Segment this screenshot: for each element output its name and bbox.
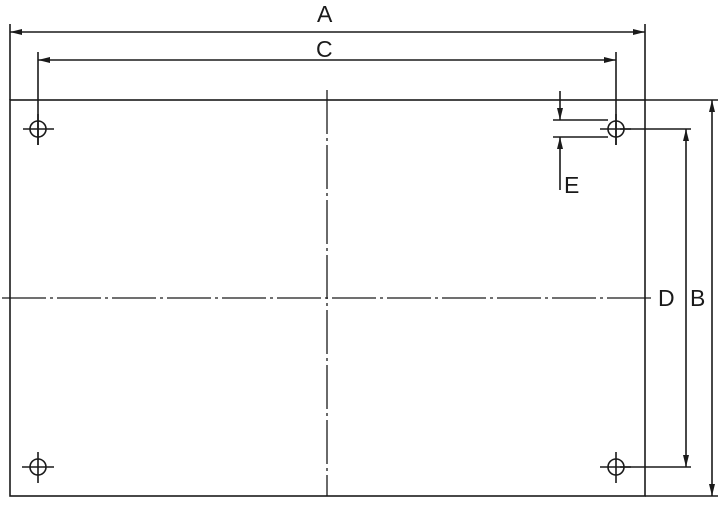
hole-top-right-icon bbox=[600, 114, 631, 145]
hole-bottom-left-icon bbox=[22, 452, 54, 483]
dimension-label-b: B bbox=[690, 285, 706, 311]
dimension-e bbox=[553, 91, 608, 190]
dimension-label-d: D bbox=[658, 285, 675, 311]
dimension-label-c: C bbox=[316, 36, 333, 62]
dimension-label-a: A bbox=[317, 1, 333, 27]
dimension-d bbox=[620, 128, 691, 468]
dimension-a bbox=[9, 24, 646, 100]
dimension-b bbox=[645, 99, 718, 497]
hole-bottom-right-icon bbox=[600, 452, 631, 483]
dimension-label-e: E bbox=[564, 172, 580, 198]
hole-top-left-icon bbox=[23, 114, 54, 145]
